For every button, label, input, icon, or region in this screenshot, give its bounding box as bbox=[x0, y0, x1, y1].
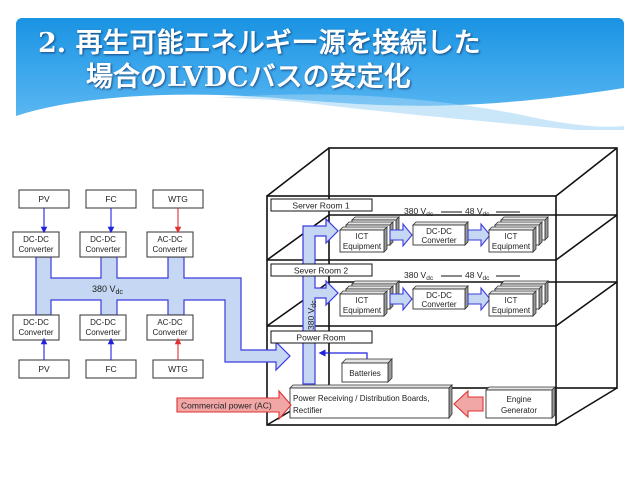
ict-label-1: ICT bbox=[356, 232, 369, 241]
ict-label-2: Equipment bbox=[492, 306, 531, 315]
converter-label-1: DC-DC bbox=[90, 318, 116, 327]
feed-arrow-to-ict bbox=[467, 222, 491, 248]
room-label: Sever Room 2 bbox=[294, 266, 349, 276]
converter-label-1: AC-DC bbox=[157, 318, 183, 327]
bus-voltage-label: 380 Vdc bbox=[92, 284, 123, 296]
converter-box bbox=[146, 314, 194, 341]
renewable-sources: PVDC-DCConverterFCDC-DCConverterWTGAC-DC… bbox=[12, 189, 204, 379]
output-voltage-label: 48 Vdc bbox=[465, 270, 490, 282]
room-label: Server Room 1 bbox=[292, 201, 349, 211]
converter-label-2: Converter bbox=[85, 328, 120, 337]
converter-label-2: Converter bbox=[18, 245, 53, 254]
battery-link-arrow bbox=[318, 349, 368, 359]
power-room-label-box bbox=[270, 330, 373, 344]
power-room: Power Room Batteries Power Receiving / D… bbox=[176, 330, 556, 421]
power-room-label: Power Room bbox=[296, 333, 345, 343]
converter-label-1: AC-DC bbox=[157, 235, 183, 244]
converter-box bbox=[79, 231, 127, 258]
feed-arrow-to-converter bbox=[389, 286, 413, 312]
engine-generator: Engine Generator bbox=[485, 386, 556, 419]
converter-label-2: Converter bbox=[421, 236, 456, 245]
ict-label-2: Equipment bbox=[343, 242, 382, 251]
converter-box bbox=[12, 231, 60, 258]
converter-label-2: Converter bbox=[152, 328, 187, 337]
converter-label-1: DC-DC bbox=[426, 291, 452, 300]
title-banner: 2. 再生可能エネルギー源を接続した 場合のLVDCバスの安定化 bbox=[16, 18, 624, 130]
ict-label-1: ICT bbox=[356, 296, 369, 305]
distribution-label-2: Rectifier bbox=[293, 406, 323, 415]
converter-label-2: Converter bbox=[18, 328, 53, 337]
ict-label-2: Equipment bbox=[343, 306, 382, 315]
engine-label-2: Generator bbox=[501, 406, 537, 415]
source-label: WTG bbox=[168, 194, 188, 204]
title-line-1: 2. 再生可能エネルギー源を接続した bbox=[38, 28, 481, 59]
slide-title: 2. 再生可能エネルギー源を接続した 場合のLVDCバスの安定化 bbox=[38, 27, 481, 95]
converter-label-2: Converter bbox=[152, 245, 187, 254]
source-label: FC bbox=[105, 364, 116, 374]
distribution-boards: Power Receiving / Distribution Boards, R… bbox=[289, 384, 453, 420]
dc-bus: 380 Vdc bbox=[35, 256, 291, 372]
distribution-label-1: Power Receiving / Distribution Boards, bbox=[293, 394, 430, 403]
ict-label-2: Equipment bbox=[492, 242, 531, 251]
input-voltage-label: 380 Vdc bbox=[404, 270, 434, 282]
source-label: PV bbox=[38, 364, 50, 374]
source-label: FC bbox=[105, 194, 116, 204]
output-voltage-label: 48 Vdc bbox=[465, 206, 490, 218]
source-label: PV bbox=[38, 194, 50, 204]
converter-label-1: DC-DC bbox=[426, 227, 452, 236]
batteries-label: Batteries bbox=[349, 369, 381, 378]
ict-label-1: ICT bbox=[505, 232, 518, 241]
converter-label-1: DC-DC bbox=[23, 318, 49, 327]
commercial-power: Commercial power (AC) bbox=[176, 389, 292, 421]
riser-voltage-label: 380 Vdc bbox=[306, 300, 318, 330]
room-label-box bbox=[270, 263, 373, 277]
converter-label-2: Converter bbox=[421, 300, 456, 309]
converter-label-1: DC-DC bbox=[90, 235, 116, 244]
wave-decoration bbox=[16, 88, 624, 130]
batteries: Batteries bbox=[341, 358, 393, 383]
converter-box bbox=[12, 314, 60, 341]
riser-bus: 380 Vdc bbox=[302, 217, 339, 385]
engine-label-1: Engine bbox=[507, 395, 532, 404]
converter-box bbox=[79, 314, 127, 341]
ict-label-1: ICT bbox=[505, 296, 518, 305]
room-label-box bbox=[270, 198, 373, 212]
source-label: WTG bbox=[168, 364, 188, 374]
input-voltage-label: 380 Vdc bbox=[404, 206, 434, 218]
engine-feed-arrow bbox=[453, 389, 484, 419]
converter-label-1: DC-DC bbox=[23, 235, 49, 244]
converter-box bbox=[146, 231, 194, 258]
feed-arrow-to-converter bbox=[389, 222, 413, 248]
feed-arrow-to-ict bbox=[467, 286, 491, 312]
converter-label-2: Converter bbox=[85, 245, 120, 254]
commercial-power-label: Commercial power (AC) bbox=[181, 401, 272, 411]
title-line-2: 場合のLVDCバスの安定化 bbox=[86, 62, 411, 93]
